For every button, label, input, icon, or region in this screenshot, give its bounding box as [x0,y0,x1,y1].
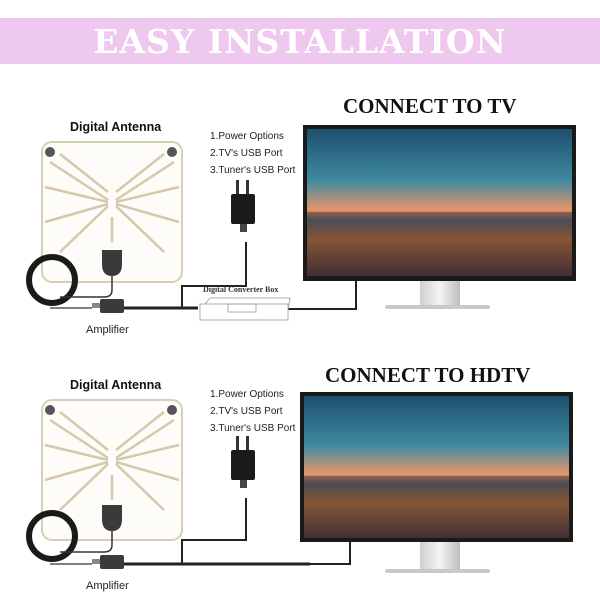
converter-box-icon: Digital Converter Box [199,285,291,321]
section-connect-tv: Digital Converter Box CONNECT TO TV Digi… [0,92,600,342]
power-option: 3.Tuner's USB Port [210,165,296,176]
power-option: 1.Power Options [210,389,284,400]
coax-cable-coil-icon [26,510,113,562]
power-option: 2.TV's USB Port [210,406,283,417]
tv-monitor-icon [300,392,573,573]
connection-diagram: Digital Converter Box [26,125,576,321]
tv-monitor-icon [303,125,576,309]
usb-power-adapter-icon [231,436,255,488]
connect-title: CONNECT TO HDTV [325,363,531,387]
flat-antenna-icon [41,141,183,283]
connection-diagram [26,392,573,573]
section-connect-hdtv: CONNECT TO HDTV Digital Antenna 1.Power … [0,350,600,600]
amplifier-icon [50,555,124,569]
power-option: 3.Tuner's USB Port [210,423,296,434]
amplifier-label: Amplifier [86,324,129,336]
banner: EASY INSTALLATION [0,18,600,64]
power-option: 2.TV's USB Port [210,148,283,159]
connect-title: CONNECT TO TV [343,94,517,118]
banner-title: EASY INSTALLATION [93,21,507,61]
power-options-list: 1.Power Options 2.TV's USB Port 3.Tuner'… [210,128,295,179]
antenna-title: Digital Antenna [70,378,162,392]
power-options-list: 1.Power Options 2.TV's USB Port 3.Tuner'… [210,386,295,437]
converter-box-label: Digital Converter Box [203,285,278,294]
amplifier-icon [50,299,124,313]
coax-cable-coil-icon [26,254,113,306]
power-option: 1.Power Options [210,131,284,142]
amplifier-label: Amplifier [86,580,129,592]
antenna-title: Digital Antenna [70,120,162,134]
usb-power-adapter-icon [231,180,255,232]
flat-antenna-icon [41,399,183,541]
